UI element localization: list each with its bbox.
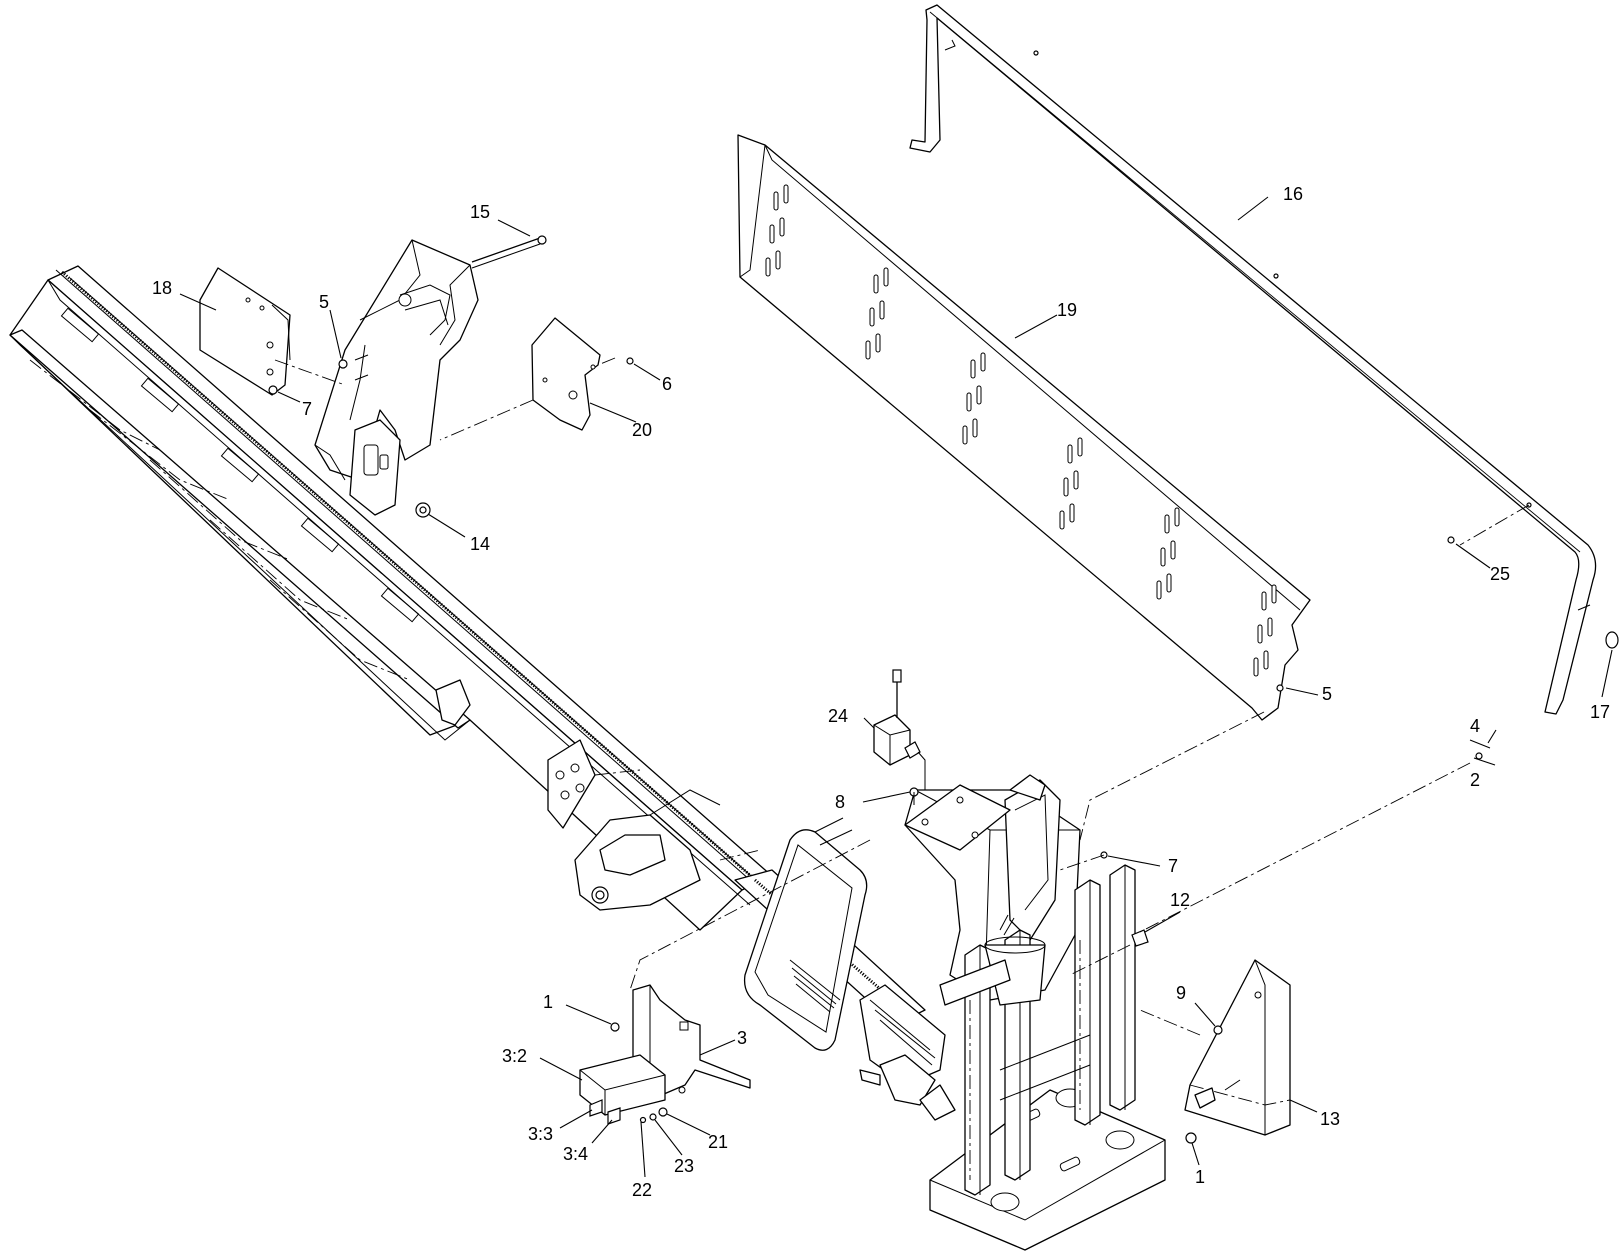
upper-bracket-housing <box>314 239 479 516</box>
callout-15: 15 <box>470 202 490 222</box>
handle-frame <box>743 817 868 1051</box>
part-16-rail <box>909 4 1597 715</box>
base-plate <box>929 1089 1166 1251</box>
tower-assembly <box>904 774 1166 1251</box>
part-15-pin <box>471 235 547 269</box>
callout-1-upper: 1 <box>543 992 553 1012</box>
callout-19: 19 <box>1057 300 1077 320</box>
callout-12: 12 <box>1170 890 1190 910</box>
carriage-block <box>859 984 956 1121</box>
cylinder-block <box>574 789 721 911</box>
callout-7-lower: 7 <box>1168 856 1178 876</box>
callout-labels: 15 18 5 7 6 20 14 16 19 25 17 4 2 5 24 8… <box>152 184 1610 1200</box>
part-24-box <box>873 669 926 790</box>
callout-1-lower: 1 <box>1195 1167 1205 1187</box>
assembly-lines <box>274 359 1471 1036</box>
callout-2: 2 <box>1470 770 1480 790</box>
callout-13: 13 <box>1320 1109 1340 1129</box>
callout-17: 17 <box>1590 702 1610 722</box>
part-18-plate <box>199 267 291 396</box>
callout-22: 22 <box>632 1180 652 1200</box>
callout-24: 24 <box>828 706 848 726</box>
callout-20: 20 <box>632 420 652 440</box>
callout-5-lower: 5 <box>1322 684 1332 704</box>
callout-3-4: 3:4 <box>563 1144 588 1164</box>
callout-14: 14 <box>470 534 490 554</box>
callout-16: 16 <box>1283 184 1303 204</box>
part-19-panel <box>737 134 1311 721</box>
callout-3: 3 <box>737 1028 747 1048</box>
callout-3-2: 3:2 <box>502 1046 527 1066</box>
callout-9: 9 <box>1176 983 1186 1003</box>
callout-leaders <box>179 196 1613 1178</box>
callout-5-upper: 5 <box>319 292 329 312</box>
rack-mount-plate <box>547 739 641 829</box>
top-mount-plate <box>904 784 1011 851</box>
callout-18: 18 <box>152 278 172 298</box>
callout-3-3: 3:3 <box>528 1124 553 1144</box>
callout-23: 23 <box>674 1156 694 1176</box>
panel-19-slots <box>765 184 1277 677</box>
callout-4: 4 <box>1470 716 1480 736</box>
part-20-plate <box>439 317 616 441</box>
callout-6: 6 <box>662 374 672 394</box>
part-17-cap <box>1605 631 1619 649</box>
hardware <box>268 357 1491 1144</box>
part-13-bracket <box>1184 959 1291 1136</box>
callout-21: 21 <box>708 1132 728 1152</box>
callout-25: 25 <box>1490 564 1510 584</box>
part-3-bracket <box>579 984 751 1125</box>
callout-7-upper: 7 <box>302 399 312 419</box>
callout-8: 8 <box>835 792 845 812</box>
